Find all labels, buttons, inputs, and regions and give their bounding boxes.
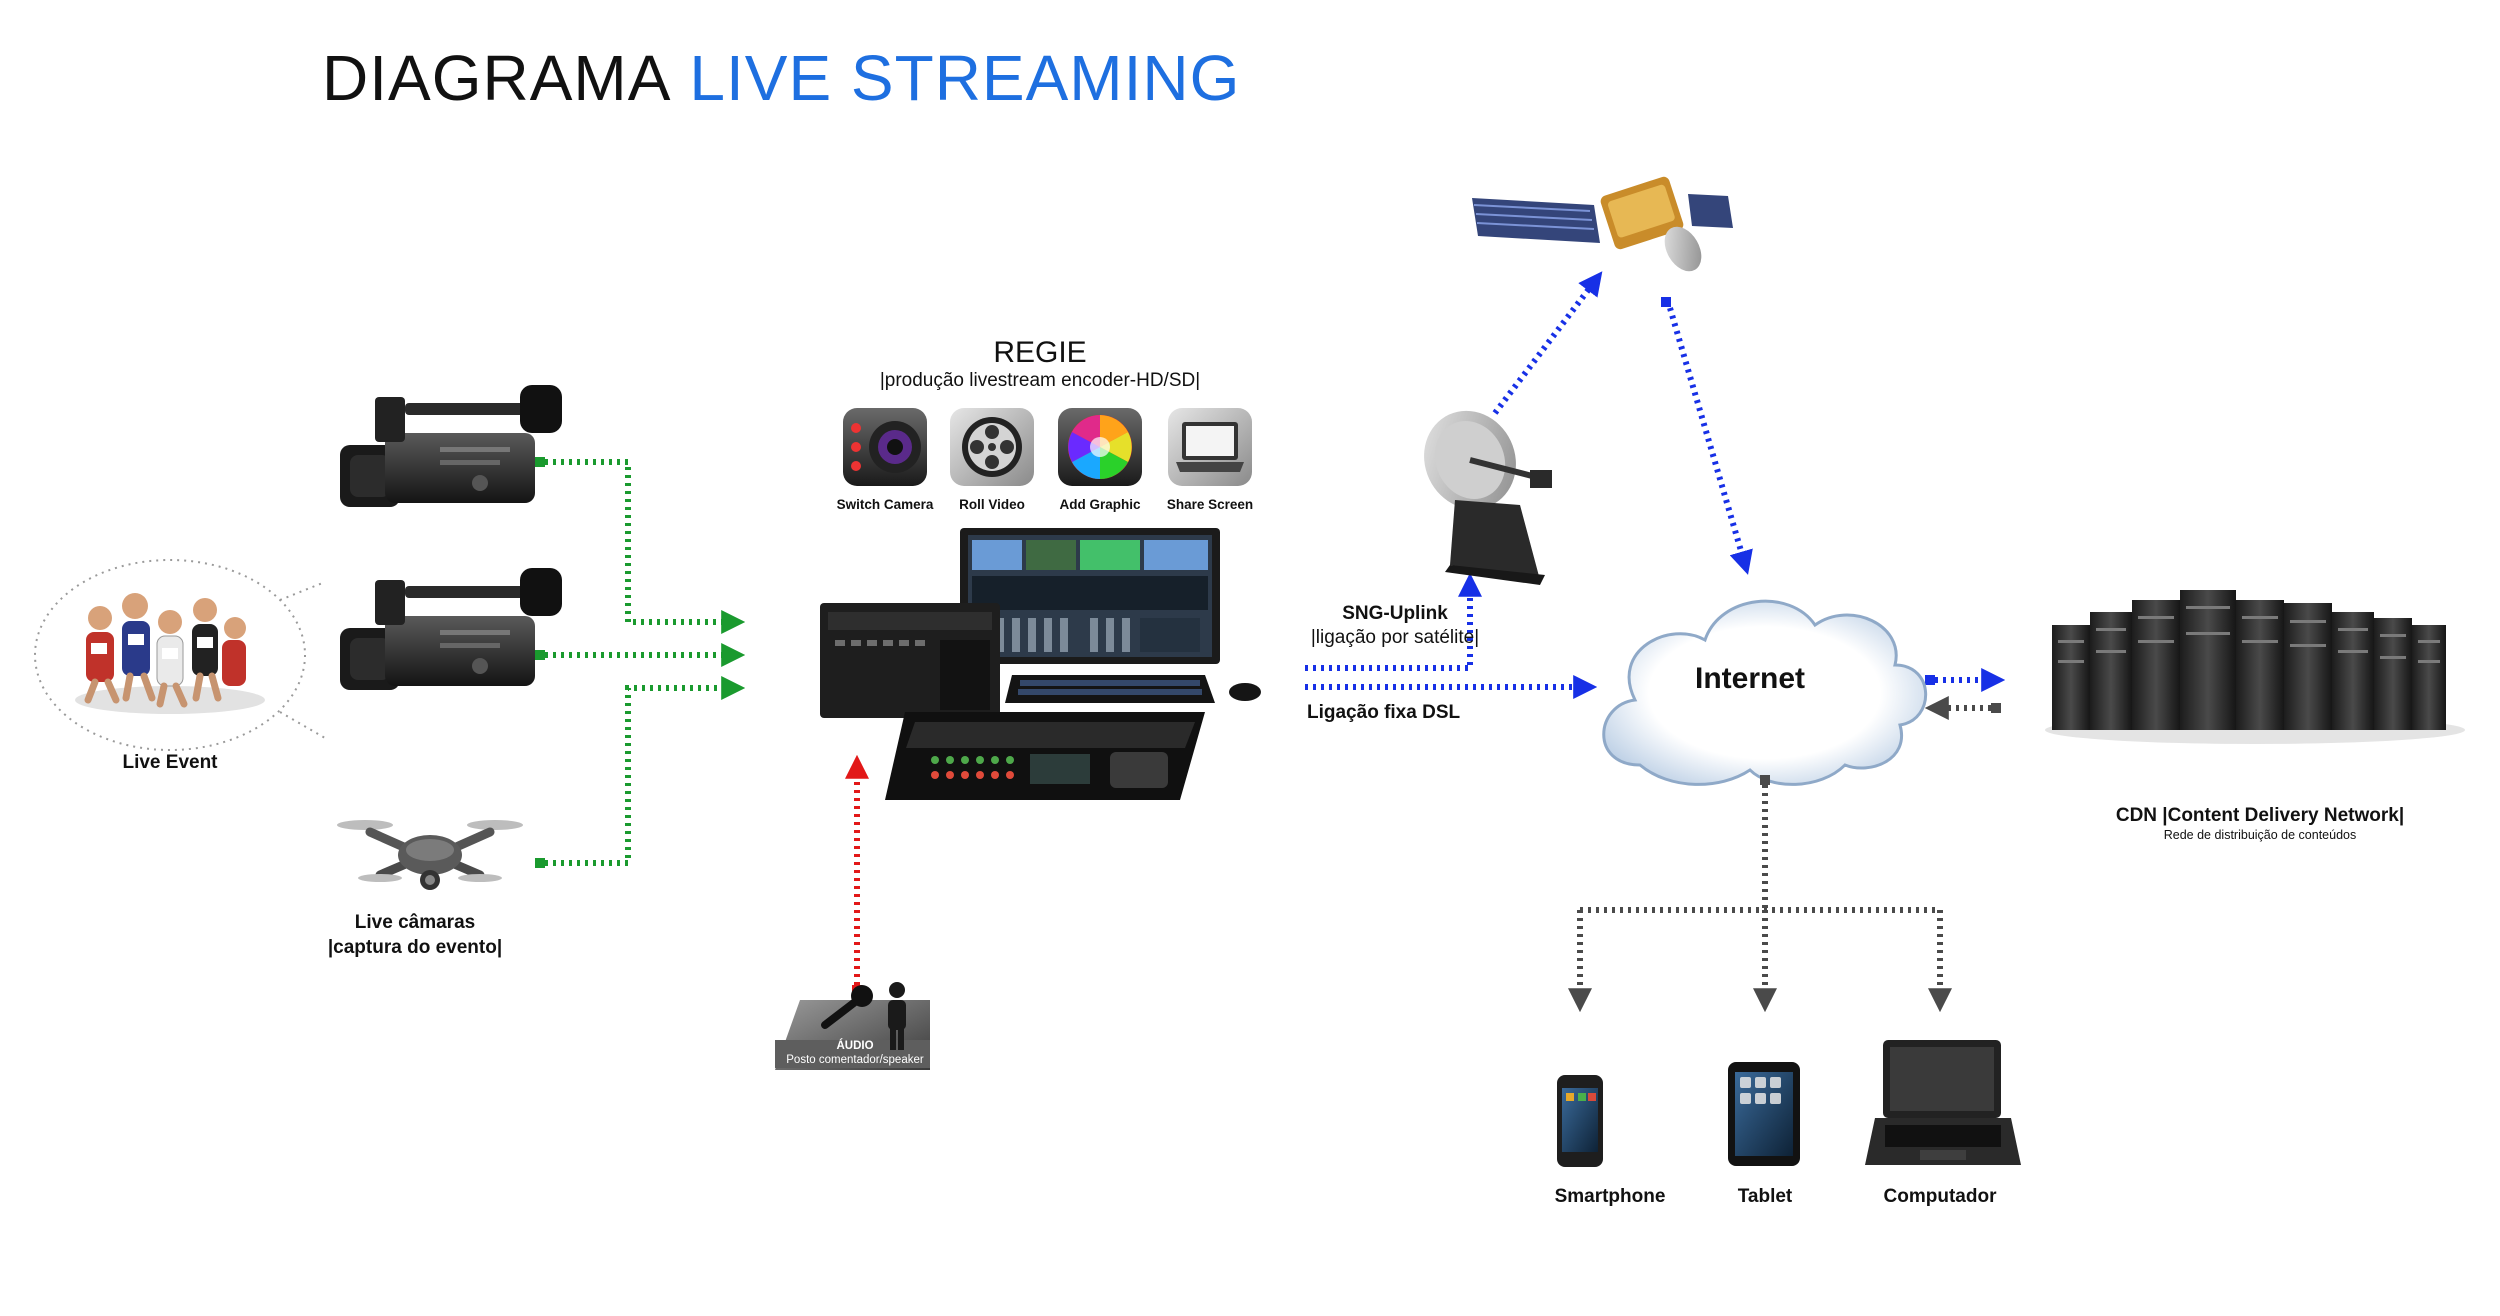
- internet-cloud: [1602, 599, 1928, 786]
- satellite-dish-icon: [1424, 410, 1552, 585]
- regie-title: REGIE: [993, 336, 1087, 369]
- live-event-callout-line-bottom: [279, 711, 326, 739]
- live-event-outline: [34, 559, 306, 751]
- smartphone-icon: [1557, 1075, 1603, 1167]
- blue-links: [1305, 271, 2006, 699]
- regie-equipment: [820, 528, 1261, 800]
- cameras-subtitle: |captura do evento|: [327, 937, 503, 958]
- regie-subtitle: |produção livestream encoder-HD/SD|: [879, 370, 1201, 391]
- laptop-icon: [1865, 1040, 2021, 1165]
- audio-link: [845, 754, 869, 995]
- video-camera-icon: [340, 568, 562, 690]
- title-part-1: DIAGRAMA: [322, 42, 672, 114]
- gray-links: [1568, 696, 2001, 1013]
- speaker-person-icon: [888, 982, 906, 1050]
- tablet-icon: [1728, 1062, 1800, 1166]
- cdn-title: CDN |Content Delivery Network|: [2115, 805, 2405, 826]
- device-label-smartphone: Smartphone: [1554, 1186, 1666, 1207]
- share-screen-icon: [1168, 408, 1252, 486]
- switch-camera-icon: [843, 408, 927, 486]
- add-graphic-icon: [1058, 408, 1142, 486]
- runners-photo: [75, 593, 265, 714]
- app-label-roll-video: Roll Video: [959, 497, 1025, 512]
- sng-uplink-title: SNG-Uplink: [1342, 603, 1448, 624]
- server-rack-icon: [2045, 590, 2465, 744]
- live-event-callout-line-top: [279, 581, 326, 601]
- cameras-title: Live câmaras: [354, 912, 476, 933]
- device-label-tablet: Tablet: [1737, 1186, 1793, 1207]
- live-event-label: Live Event: [122, 752, 218, 773]
- audio-subtitle: Posto comentador/speaker: [786, 1054, 924, 1066]
- microphone-icon: [821, 985, 873, 1029]
- green-links: [535, 457, 746, 868]
- app-label-switch-camera: Switch Camera: [836, 497, 934, 512]
- app-label-add-graphic: Add Graphic: [1059, 497, 1141, 512]
- satellite-icon: [1472, 176, 1733, 272]
- audio-title: ÁUDIO: [836, 1040, 874, 1052]
- dsl-link-label: Ligação fixa DSL: [1307, 702, 1461, 723]
- sng-uplink-subtitle: |ligação por satélite|: [1310, 627, 1480, 648]
- audio-station: [775, 982, 930, 1070]
- internet-label: Internet: [1694, 662, 1805, 695]
- live-event: [34, 559, 326, 751]
- video-camera-icon: [340, 385, 562, 507]
- app-label-share-screen: Share Screen: [1166, 497, 1254, 512]
- cdn-subtitle: Rede de distribuição de conteúdos: [2163, 828, 2357, 842]
- roll-video-icon: [950, 408, 1034, 486]
- title-part-2: LIVE STREAMING: [689, 42, 1241, 114]
- device-label-computer: Computador: [1883, 1186, 1997, 1207]
- drone-icon: [337, 820, 523, 890]
